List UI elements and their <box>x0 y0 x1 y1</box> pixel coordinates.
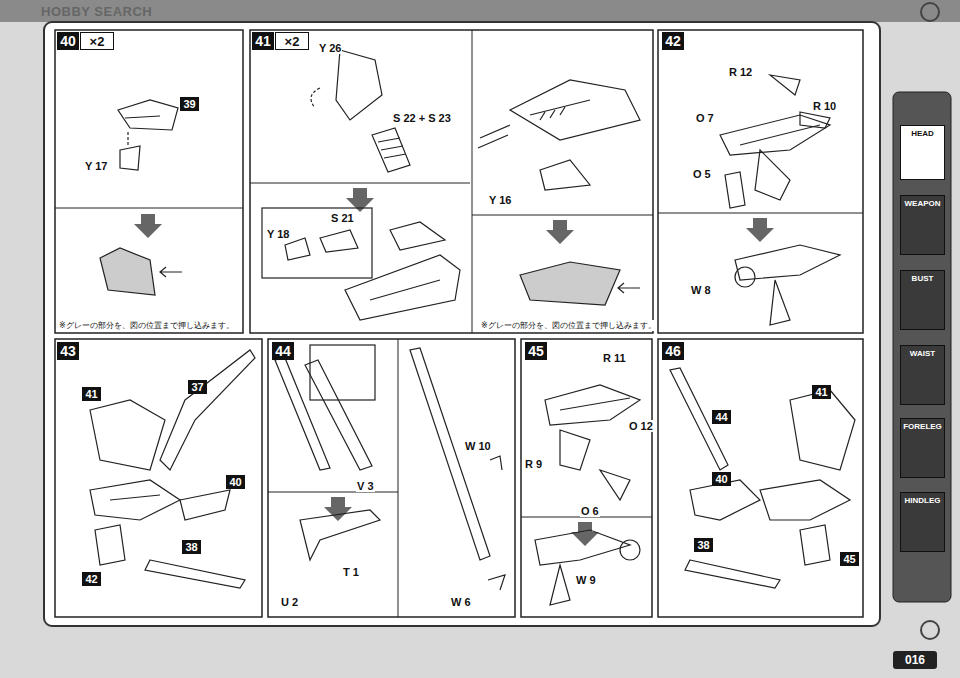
part-callout: O 7 <box>695 112 715 124</box>
panel-frames <box>55 30 863 617</box>
callout-number: 42 <box>82 572 101 586</box>
panel-dividers <box>55 30 863 617</box>
step-number: 46 <box>662 342 684 360</box>
section-tab: BUST <box>900 270 945 330</box>
step-number: 45 <box>525 342 547 360</box>
note-text: ※グレーの部分を、図の位置まで押し込みます。 <box>480 320 657 331</box>
note-text: ※グレーの部分を、図の位置まで押し込みます。 <box>58 320 235 331</box>
step-number: 40 <box>57 32 79 50</box>
part-callout: W 8 <box>690 284 712 296</box>
node-text: WAIST <box>910 349 935 358</box>
node-text: 42 <box>85 573 97 585</box>
node-text: 39 <box>183 98 195 110</box>
part-callout: Y 18 <box>266 228 290 240</box>
node-text: ×2 <box>285 34 300 49</box>
part-callout: Y 26 <box>318 42 342 54</box>
callout-number: 40 <box>226 475 245 489</box>
part-callout: S 22 + S 23 <box>392 112 452 124</box>
node-text: 45 <box>843 553 855 565</box>
callout-number: 38 <box>694 538 713 552</box>
node-text: 40 <box>229 476 241 488</box>
part-callout: R 11 <box>602 352 627 364</box>
node-text: ×2 <box>90 34 105 49</box>
part-callout: R 10 <box>812 100 837 112</box>
node-text: BUST <box>912 274 934 283</box>
node-text: 42 <box>665 33 681 49</box>
node-text: WEAPON <box>905 199 941 208</box>
node-text: HINDLEG <box>905 496 941 505</box>
node-text: 45 <box>528 343 544 359</box>
part-callout: R 12 <box>728 66 753 78</box>
header-band <box>0 0 960 22</box>
section-tab: WAIST <box>900 345 945 405</box>
callout-number: 41 <box>82 387 101 401</box>
node-text: 41 <box>85 388 97 400</box>
step-number: 42 <box>662 32 684 50</box>
node-text: 37 <box>191 381 203 393</box>
node-text: 41 <box>255 33 271 49</box>
part-callout: Y 16 <box>488 194 512 206</box>
callout-number: 39 <box>180 97 199 111</box>
tab-column <box>893 92 951 602</box>
node-text: 44 <box>715 411 727 423</box>
node-text: 44 <box>275 343 291 359</box>
callout-number: 40 <box>712 472 731 486</box>
callout-number: 38 <box>182 540 201 554</box>
node-text: 46 <box>665 343 681 359</box>
part-callout: U 2 <box>280 596 299 608</box>
part-callout: V 3 <box>356 480 375 492</box>
step-arrows <box>134 188 774 546</box>
node-text: 016 <box>905 653 925 667</box>
part-callout: T 1 <box>342 566 360 578</box>
part-callout: O 12 <box>628 420 654 432</box>
part-callout: S 21 <box>330 212 355 224</box>
part-callout: O 5 <box>692 168 712 180</box>
callout-number: 41 <box>812 385 831 399</box>
part-callout: W 10 <box>464 440 492 452</box>
callout-number: 45 <box>840 552 859 566</box>
node-text: 41 <box>815 386 827 398</box>
page-number: 016 <box>893 651 937 669</box>
callout-number: 44 <box>712 410 731 424</box>
section-tab: HEAD <box>900 125 945 180</box>
node-text: HEAD <box>911 129 934 138</box>
part-callout: R 9 <box>524 458 543 470</box>
node-text: 38 <box>697 539 709 551</box>
quantity-box: ×2 <box>80 32 114 50</box>
callout-number: 37 <box>188 380 207 394</box>
step-number: 41 <box>252 32 274 50</box>
node-text: 38 <box>185 541 197 553</box>
step-number: 44 <box>272 342 294 360</box>
node-text: 40 <box>60 33 76 49</box>
watermark: HOBBY SEARCH <box>40 4 153 19</box>
corner-mark <box>921 621 939 639</box>
part-callout: Y 17 <box>84 160 108 172</box>
node-text: 40 <box>715 473 727 485</box>
part-callout: W 9 <box>575 574 597 586</box>
node-text: 43 <box>60 343 76 359</box>
section-tab: FORELEG <box>900 418 945 478</box>
section-tab: HINDLEG <box>900 492 945 552</box>
page-frame <box>44 22 880 626</box>
quantity-box: ×2 <box>275 32 309 50</box>
corner-mark <box>921 3 939 21</box>
node-text: FORELEG <box>903 422 942 431</box>
part-callout: W 6 <box>450 596 472 608</box>
section-tab: WEAPON <box>900 195 945 255</box>
part-callout: O 6 <box>580 505 600 517</box>
step-number: 43 <box>57 342 79 360</box>
